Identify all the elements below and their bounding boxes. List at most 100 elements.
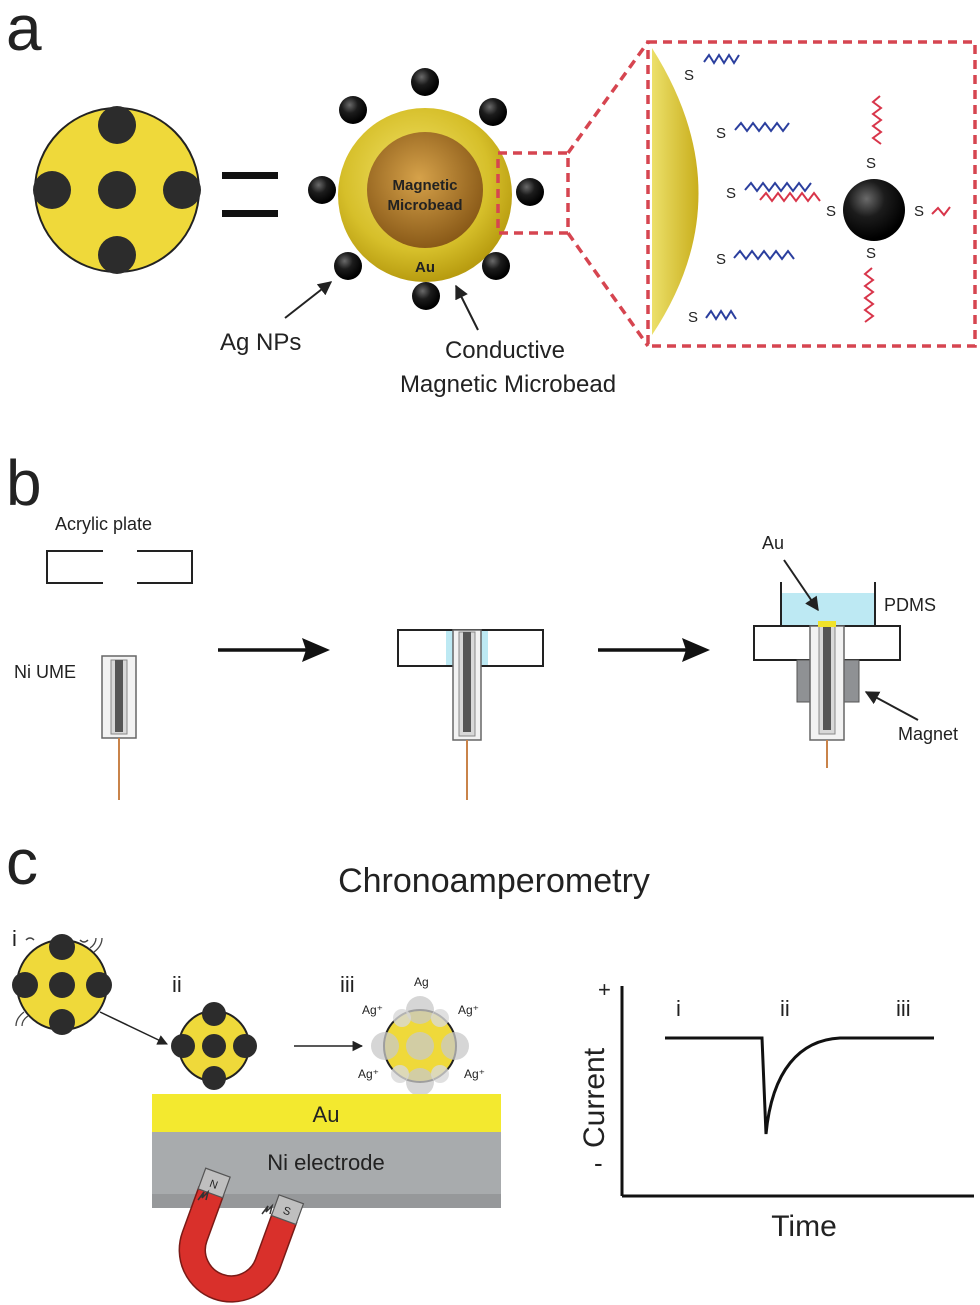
ag-ion-label: Ag⁺ xyxy=(464,1067,485,1081)
ag-ion-label: Ag⁺ xyxy=(358,1067,379,1081)
core-label-2: Microbead xyxy=(387,197,462,214)
chart-title: Chronoamperometry xyxy=(338,862,650,900)
sulfur-label: S xyxy=(716,251,726,268)
sulfur-label: S xyxy=(914,203,924,220)
symbol-np-right xyxy=(163,171,201,209)
np-arrow xyxy=(284,281,333,319)
bead-stage-i xyxy=(12,934,112,1035)
ag-np xyxy=(308,176,336,204)
sulfur-label: S xyxy=(684,67,694,84)
zoom-line-top xyxy=(566,40,650,155)
magnet-n-label: N xyxy=(208,1178,220,1192)
panel-letter-b: b xyxy=(6,447,42,519)
sulfur-label: S xyxy=(726,185,736,202)
current-trace xyxy=(665,1036,934,1135)
electrode-label: Ni UME xyxy=(14,662,76,682)
panel-c: c Chronoamperometry i ii iii xyxy=(6,826,974,1303)
ag-np-label: Ag NPs xyxy=(220,329,301,356)
ni-wire-3 xyxy=(823,626,831,730)
current-time-graph: + - Current Time i ii iii xyxy=(578,977,974,1243)
bead-stage-iii xyxy=(371,996,469,1096)
gold-surface xyxy=(652,48,699,335)
ag-np xyxy=(479,98,507,126)
conductive-microbead: Magnetic Microbead Au xyxy=(308,68,544,310)
field-sparks xyxy=(197,1189,274,1215)
sulfur-label: S xyxy=(716,125,726,142)
magnet-arrow xyxy=(864,691,919,721)
zoom-source-box xyxy=(496,151,570,235)
zoom-box xyxy=(646,40,977,348)
pdms-well xyxy=(781,593,875,625)
region-ii-label: ii xyxy=(780,996,790,1021)
panel-letter-c: c xyxy=(6,826,38,898)
ag-ion-label: Ag⁺ xyxy=(458,1003,479,1017)
sulfur-label: S xyxy=(866,155,876,172)
y-axis-label: Current xyxy=(578,1047,611,1148)
arrow-i-ii xyxy=(99,1011,168,1045)
zoom-line-bottom xyxy=(566,231,650,348)
bead-symbol xyxy=(33,106,201,274)
au-label-b: Au xyxy=(762,533,784,553)
ag-nanoparticle-zoom xyxy=(843,179,905,241)
y-minus-label: - xyxy=(594,1148,603,1178)
thiol-chain xyxy=(744,181,812,193)
ag-ion-label: Ag xyxy=(414,975,429,989)
bead-arrow xyxy=(455,284,479,331)
magnet-label: Magnet xyxy=(898,724,958,744)
symbol-np-top xyxy=(98,106,136,144)
ag-np xyxy=(411,68,439,96)
region-i-label: i xyxy=(676,996,681,1021)
ni-electrode-label: Ni electrode xyxy=(267,1150,384,1175)
x-axis-label: Time xyxy=(771,1210,837,1243)
horseshoe-magnet: N S xyxy=(178,1167,305,1303)
sulfur-label: S xyxy=(866,245,876,262)
thiol-chain xyxy=(734,121,790,133)
ag-np xyxy=(339,96,367,124)
au-layer xyxy=(152,1094,501,1132)
pdms-label: PDMS xyxy=(884,595,936,615)
stage-iii-label: iii xyxy=(340,972,355,997)
core-label-1: Magnetic xyxy=(392,177,457,194)
ag-ion-label: Ag⁺ xyxy=(362,1003,383,1017)
bead-caption-1: Conductive xyxy=(445,337,565,364)
sulfur-label: S xyxy=(826,203,836,220)
thiol-chain xyxy=(759,191,821,203)
bead-stage-ii xyxy=(171,1002,257,1090)
equals-sign xyxy=(222,172,278,217)
au-deposit xyxy=(818,621,836,627)
symbol-np-center xyxy=(98,171,136,209)
panel-letter-a: a xyxy=(6,0,42,64)
y-plus-label: + xyxy=(598,977,611,1002)
thiol-chain xyxy=(703,53,740,65)
acrylic-label: Acrylic plate xyxy=(55,514,152,534)
thiol-chain xyxy=(705,309,737,321)
region-iii-label: iii xyxy=(896,996,911,1021)
acrylic-plate-left xyxy=(46,550,103,584)
magnetic-core xyxy=(367,132,483,248)
ni-wire xyxy=(115,660,123,732)
symbol-np-bottom xyxy=(98,236,136,274)
au-layer-label: Au xyxy=(313,1102,340,1127)
bead-caption-2: Magnetic Microbead xyxy=(400,371,616,398)
panel-b: b Acrylic plate Ni UME Au xyxy=(6,447,958,800)
panel-a: a Magnetic Microbead Au xyxy=(6,0,977,398)
symbol-np-left xyxy=(33,171,71,209)
thiol-chain xyxy=(733,249,795,261)
sulfur-label: S xyxy=(688,309,698,326)
ag-np xyxy=(516,178,544,206)
stage-i-label: i xyxy=(12,926,17,951)
au-arrow xyxy=(783,559,819,612)
thiol-chain xyxy=(871,95,883,145)
stage-ii-label: ii xyxy=(172,972,182,997)
ni-electrode-shade xyxy=(152,1194,501,1208)
ag-np xyxy=(412,282,440,310)
magnet-s-label: S xyxy=(281,1205,292,1219)
process-arrow-1-head xyxy=(302,638,330,662)
thiol-chain xyxy=(863,267,875,323)
thiol-chain xyxy=(931,206,951,217)
ag-np xyxy=(334,252,362,280)
ag-np xyxy=(482,252,510,280)
zoom-callout xyxy=(496,40,977,348)
ni-wire-2 xyxy=(463,632,471,732)
shell-label: Au xyxy=(415,259,435,276)
